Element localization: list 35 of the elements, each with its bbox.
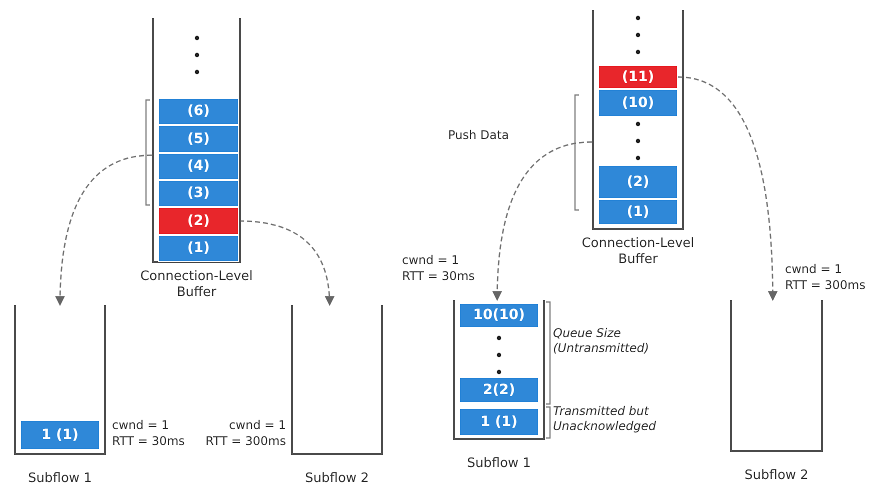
data-segment: (4) xyxy=(158,153,239,180)
data-segment: 10(10) xyxy=(459,303,539,328)
subflow-label: Subflow 2 xyxy=(304,471,370,487)
data-segment: (10) xyxy=(598,89,678,117)
parameter-text: cwnd = 1 xyxy=(112,418,169,433)
data-segment: 1 (1) xyxy=(459,408,539,436)
parameter-text: cwnd = 1 xyxy=(402,253,459,268)
data-segment: (2) xyxy=(598,165,678,199)
parameter-text: RTT = 300ms xyxy=(204,434,286,449)
data-segment: (3) xyxy=(158,180,239,207)
parameter-text: cwnd = 1 xyxy=(785,262,842,277)
dashed-arrow xyxy=(492,141,592,301)
buffer-label: Connection-Level Buffer xyxy=(580,236,696,268)
data-segment: 2(2) xyxy=(459,377,539,403)
data-segment: (5) xyxy=(158,125,239,153)
dashed-arrow xyxy=(55,154,152,306)
annotation-text: Queue Size (Untransmitted) xyxy=(553,326,650,356)
data-segment: (6) xyxy=(158,98,239,125)
dashed-arrow xyxy=(238,220,334,306)
parameter-text: RTT = 30ms xyxy=(112,434,185,449)
data-segment: (1) xyxy=(158,235,239,262)
parameter-text: RTT = 30ms xyxy=(402,269,475,284)
annotation-text: Transmitted but Unacknowledged xyxy=(553,404,658,434)
data-segment: 1 (1) xyxy=(20,420,100,450)
data-segment: (2) xyxy=(158,207,239,235)
subflow-label: Subflow 2 xyxy=(744,468,810,484)
subflow-label: Subflow 1 xyxy=(27,471,93,487)
subflow-label: Subflow 1 xyxy=(466,456,532,472)
parameter-text: cwnd = 1 xyxy=(228,418,286,433)
dashed-arrow xyxy=(678,76,778,301)
edge-label: Push Data xyxy=(446,128,511,142)
data-segment: (1) xyxy=(598,199,678,225)
data-segment: (11) xyxy=(598,65,678,89)
parameter-text: RTT = 300ms xyxy=(785,278,866,293)
buffer-label: Connection-Level Buffer xyxy=(139,269,254,301)
